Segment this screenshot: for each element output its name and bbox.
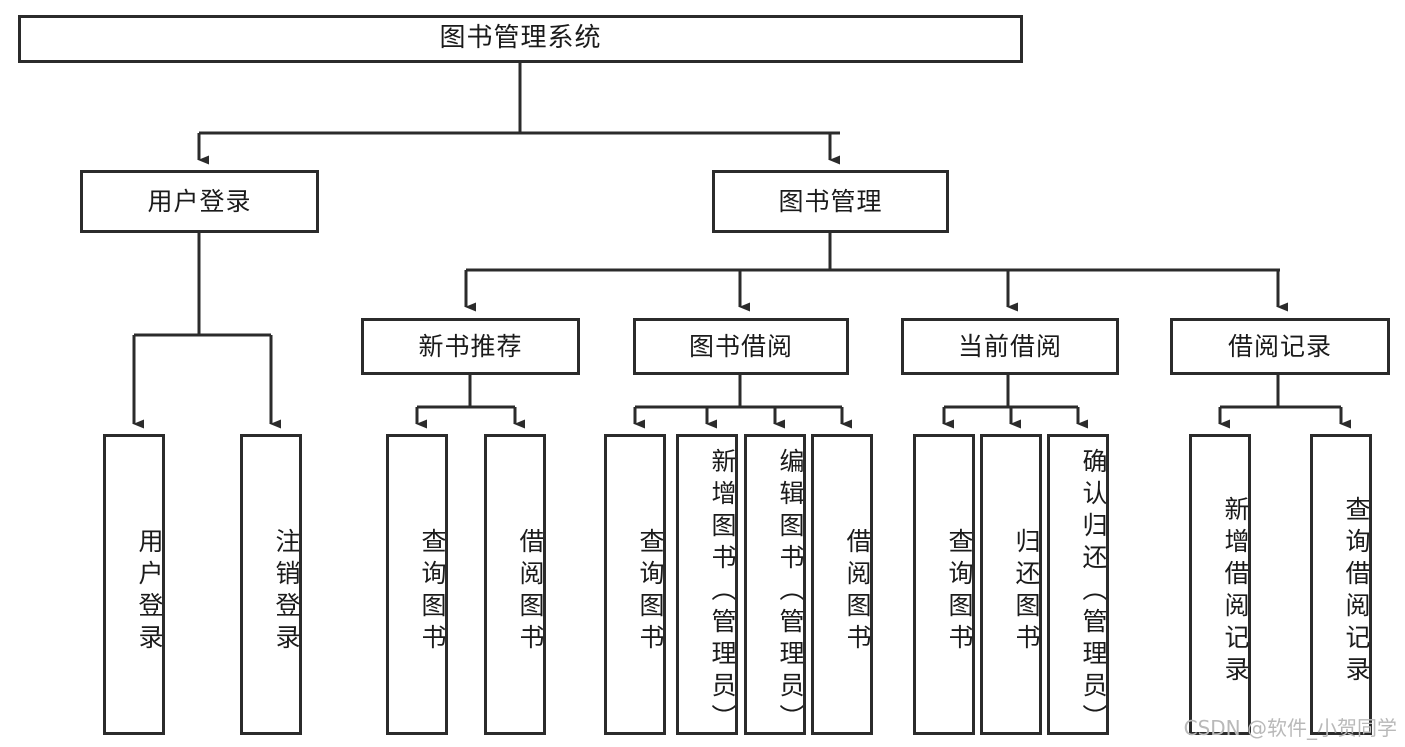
node-leaf-borrow-book-1-label: 借阅图书 [516, 527, 545, 656]
node-root[interactable]: 图书管理系统 [18, 15, 1023, 63]
node-new-book-rec-label: 新书推荐 [418, 331, 523, 361]
node-leaf-confirm-return[interactable]: 确认归还（管理员） [1047, 434, 1109, 735]
node-leaf-query-book-2[interactable]: 查询图书 [604, 434, 666, 735]
node-leaf-borrow-book-2[interactable]: 借阅图书 [811, 434, 873, 735]
node-leaf-borrow-book-2-label: 借阅图书 [843, 527, 872, 656]
node-user-login-label: 用户登录 [147, 186, 252, 216]
node-leaf-logout[interactable]: 注销登录 [240, 434, 302, 735]
node-current-borrow-label: 当前借阅 [957, 331, 1062, 361]
node-borrow-record[interactable]: 借阅记录 [1170, 318, 1390, 375]
node-book-borrow[interactable]: 图书借阅 [633, 318, 849, 375]
node-leaf-user-login[interactable]: 用户登录 [103, 434, 165, 735]
watermark: CSDN @软件_小贺同学 [1183, 716, 1397, 740]
node-leaf-query-book-1-label: 查询图书 [418, 527, 447, 656]
node-leaf-add-record[interactable]: 新增借阅记录 [1189, 434, 1251, 735]
node-book-manage[interactable]: 图书管理 [712, 170, 949, 233]
node-leaf-query-record[interactable]: 查询借阅记录 [1310, 434, 1372, 735]
node-leaf-query-book-3-label: 查询图书 [945, 527, 974, 656]
node-current-borrow[interactable]: 当前借阅 [901, 318, 1119, 375]
node-leaf-borrow-book-1[interactable]: 借阅图书 [484, 434, 546, 735]
node-user-login[interactable]: 用户登录 [80, 170, 319, 233]
node-leaf-confirm-return-label: 确认归还（管理员） [1079, 447, 1108, 735]
node-leaf-query-book-2-label: 查询图书 [636, 527, 665, 656]
node-root-label: 图书管理系统 [439, 23, 602, 54]
node-leaf-return-book-label: 归还图书 [1012, 527, 1041, 656]
node-leaf-query-book-1[interactable]: 查询图书 [386, 434, 448, 735]
node-book-manage-label: 图书管理 [778, 186, 883, 216]
node-leaf-query-record-label: 查询借阅记录 [1342, 495, 1371, 688]
node-leaf-add-book-label: 新增图书（管理员） [708, 447, 737, 735]
node-book-borrow-label: 图书借阅 [688, 331, 793, 361]
node-leaf-add-book[interactable]: 新增图书（管理员） [676, 434, 738, 735]
node-borrow-record-label: 借阅记录 [1227, 331, 1332, 361]
node-leaf-add-record-label: 新增借阅记录 [1221, 495, 1250, 688]
node-leaf-edit-book-label: 编辑图书（管理员） [776, 447, 805, 735]
node-leaf-query-book-3[interactable]: 查询图书 [913, 434, 975, 735]
node-new-book-rec[interactable]: 新书推荐 [361, 318, 580, 375]
node-leaf-logout-label: 注销登录 [272, 527, 301, 656]
node-leaf-return-book[interactable]: 归还图书 [980, 434, 1042, 735]
node-leaf-edit-book[interactable]: 编辑图书（管理员） [744, 434, 806, 735]
node-leaf-user-login-label: 用户登录 [135, 527, 164, 656]
